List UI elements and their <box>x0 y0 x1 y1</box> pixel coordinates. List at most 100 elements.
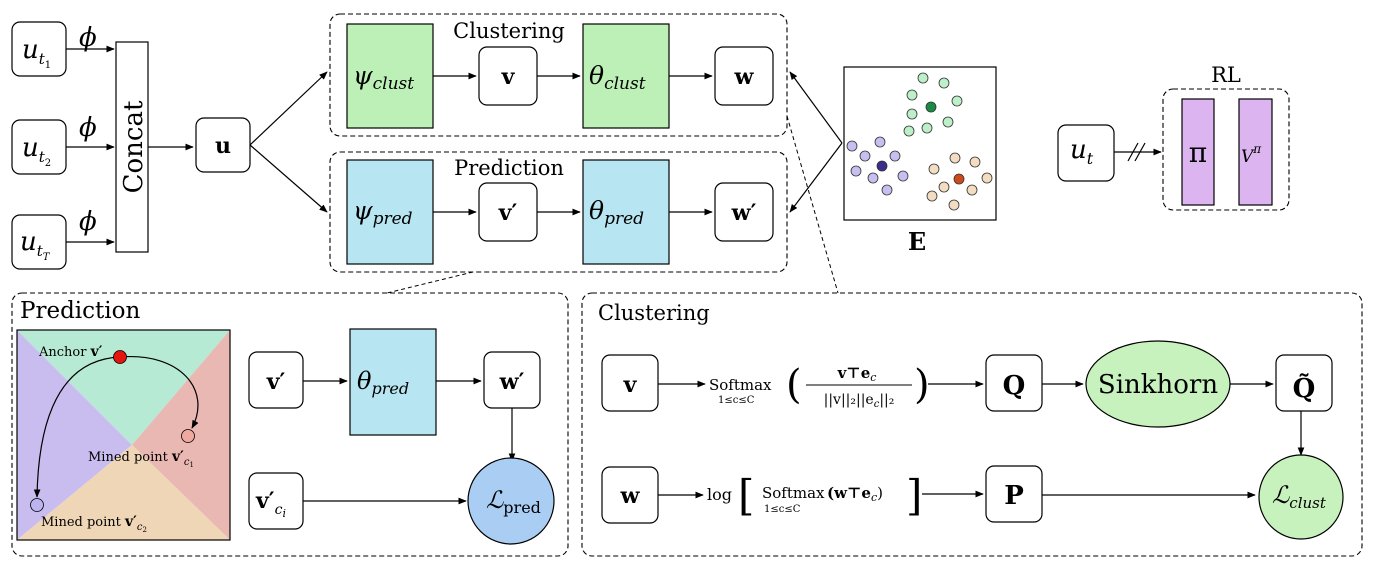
policy-block: π <box>1181 98 1215 206</box>
vprime-node-top: v′ <box>478 182 538 242</box>
top-clustering-title: Clustering <box>453 19 565 43</box>
bottom-prediction-title: Prediction <box>20 298 140 324</box>
mined-point-1 <box>181 429 195 443</box>
svg-text:v⊤ec: v⊤ec <box>837 364 877 384</box>
top-clustering-group: Clustering <box>329 13 788 137</box>
value-block: Vπ <box>1238 98 1273 206</box>
anchor-label: Anchor v′ <box>38 344 103 360</box>
embedding-label: E <box>908 227 926 256</box>
svg-text:log: log <box>707 485 732 504</box>
svg-text:1≤c≤C: 1≤c≤C <box>764 504 801 515</box>
p-node: P <box>985 465 1043 523</box>
rl-title: RL <box>1211 63 1241 87</box>
theta-pred-block-bottom: θpred <box>349 328 437 436</box>
svg-text:1≤c≤C: 1≤c≤C <box>718 395 755 406</box>
svg-text:θclust: θclust <box>589 61 646 94</box>
mined-point-2 <box>30 498 44 512</box>
wprime-node-bottom: w′ <box>483 351 541 409</box>
top-prediction-group: Prediction <box>329 151 788 273</box>
loss-clust-node: ℒclust <box>1258 454 1344 540</box>
arrow-E-wprime <box>789 142 843 213</box>
svg-text:Q̃: Q̃ <box>1293 373 1316 404</box>
w-node-top: w <box>714 46 774 106</box>
svg-text:π: π <box>1189 136 1207 169</box>
svg-text:): ) <box>914 362 930 408</box>
svg-text:v′: v′ <box>498 200 518 226</box>
concat-block: Concat <box>115 41 149 253</box>
svg-text:||v||₂||ec||₂: ||v||₂||ec||₂ <box>824 392 895 410</box>
w-node-bottom: w <box>601 466 659 524</box>
svg-text:Vπ: Vπ <box>1241 142 1262 167</box>
softmax-expression: Softmax 1≤c≤C ( v⊤ec ||v||₂||ec||₂ ) <box>709 362 930 410</box>
vci-node: v′ci <box>248 472 304 530</box>
svg-text:v: v <box>623 372 638 398</box>
bottom-clustering-group: Clustering <box>581 292 1363 557</box>
theta-pred-block: θpred <box>582 159 670 265</box>
svg-text:Sinkhorn: Sinkhorn <box>1098 370 1218 400</box>
embedding-space <box>843 66 997 221</box>
svg-text:Softmax: Softmax <box>709 376 772 394</box>
svg-text:(w⊤ec): (w⊤ec) <box>827 484 883 504</box>
ut-node: ut <box>1057 124 1115 182</box>
psi-clust-block: ψclust <box>346 23 434 129</box>
svg-text:Softmax: Softmax <box>762 484 825 502</box>
svg-text:v′: v′ <box>266 369 286 395</box>
vprime-node-bottom: v′ <box>248 351 304 409</box>
svg-text:w: w <box>734 64 755 90</box>
svg-text:w: w <box>620 483 641 509</box>
input-u-t1: ut1 <box>11 21 67 77</box>
q-tilde-node: Q̃ <box>1275 354 1333 412</box>
svg-text:w′: w′ <box>731 200 757 226</box>
svg-text:ut2: ut2 <box>22 133 51 169</box>
q-node: Q <box>985 354 1043 412</box>
bottom-clustering-title: Clustering <box>598 301 710 325</box>
svg-text:Q: Q <box>1003 371 1026 401</box>
svg-text:v: v <box>501 64 516 90</box>
voronoi-plot: Anchor v′ Mined point v′c1 Mined point v… <box>16 329 231 541</box>
phi-label-2: ϕ <box>79 113 97 143</box>
top-prediction-title: Prediction <box>454 156 564 180</box>
svg-text:ℒpred: ℒpred <box>486 486 541 517</box>
u-node: u <box>195 117 251 173</box>
anchor-point <box>113 350 127 364</box>
sinkhorn-node: Sinkhorn <box>1085 340 1231 428</box>
svg-text:utT: utT <box>20 227 51 263</box>
svg-text:ψclust: ψclust <box>353 61 414 94</box>
svg-text:[: [ <box>738 471 754 520</box>
svg-text:(: ( <box>786 362 802 408</box>
svg-text:ℒclust: ℒclust <box>1272 481 1327 512</box>
zoom-line-prediction <box>386 271 474 294</box>
arrow-u-clustering <box>249 71 328 146</box>
input-u-t2: ut2 <box>11 119 67 175</box>
phi-label-1: ϕ <box>79 23 97 53</box>
green-cluster <box>903 72 963 137</box>
log-softmax-expression: log [ Softmax 1≤c≤C (w⊤ec) ] <box>707 471 922 520</box>
svg-text:θpred: θpred <box>589 196 644 229</box>
input-u-tT: utT <box>11 214 67 270</box>
svg-text:w′: w′ <box>499 369 525 395</box>
svg-text:θpred: θpred <box>357 367 409 398</box>
phi-label-3: ϕ <box>79 207 97 237</box>
bottom-prediction-group: Prediction <box>11 292 569 557</box>
theta-clust-block: θclust <box>582 23 670 129</box>
zoom-line-clustering <box>786 115 839 294</box>
purple-cluster <box>846 136 909 196</box>
orange-cluster <box>926 152 993 211</box>
svg-text:ut: ut <box>1070 135 1094 168</box>
svg-text:P: P <box>1004 481 1024 511</box>
arrow-ut-rl <box>1114 142 1162 162</box>
svg-text:ψpred: ψpred <box>353 196 413 229</box>
psi-pred-block: ψpred <box>346 159 434 265</box>
svg-text:u: u <box>215 133 231 159</box>
svg-text:v′ci: v′ci <box>255 488 286 520</box>
mined-point-1-label: Mined point v′c1 <box>88 449 194 469</box>
svg-text:Concat: Concat <box>119 100 149 193</box>
v-node-bottom: v <box>601 354 659 412</box>
mined-point-2-label: Mined point v′c2 <box>41 514 147 534</box>
svg-text:ut1: ut1 <box>22 35 51 71</box>
arrow-u-prediction <box>249 144 328 213</box>
arrow-E-w <box>789 71 843 144</box>
wprime-node-top: w′ <box>714 182 774 242</box>
loss-pred-node: ℒpred <box>467 457 555 545</box>
